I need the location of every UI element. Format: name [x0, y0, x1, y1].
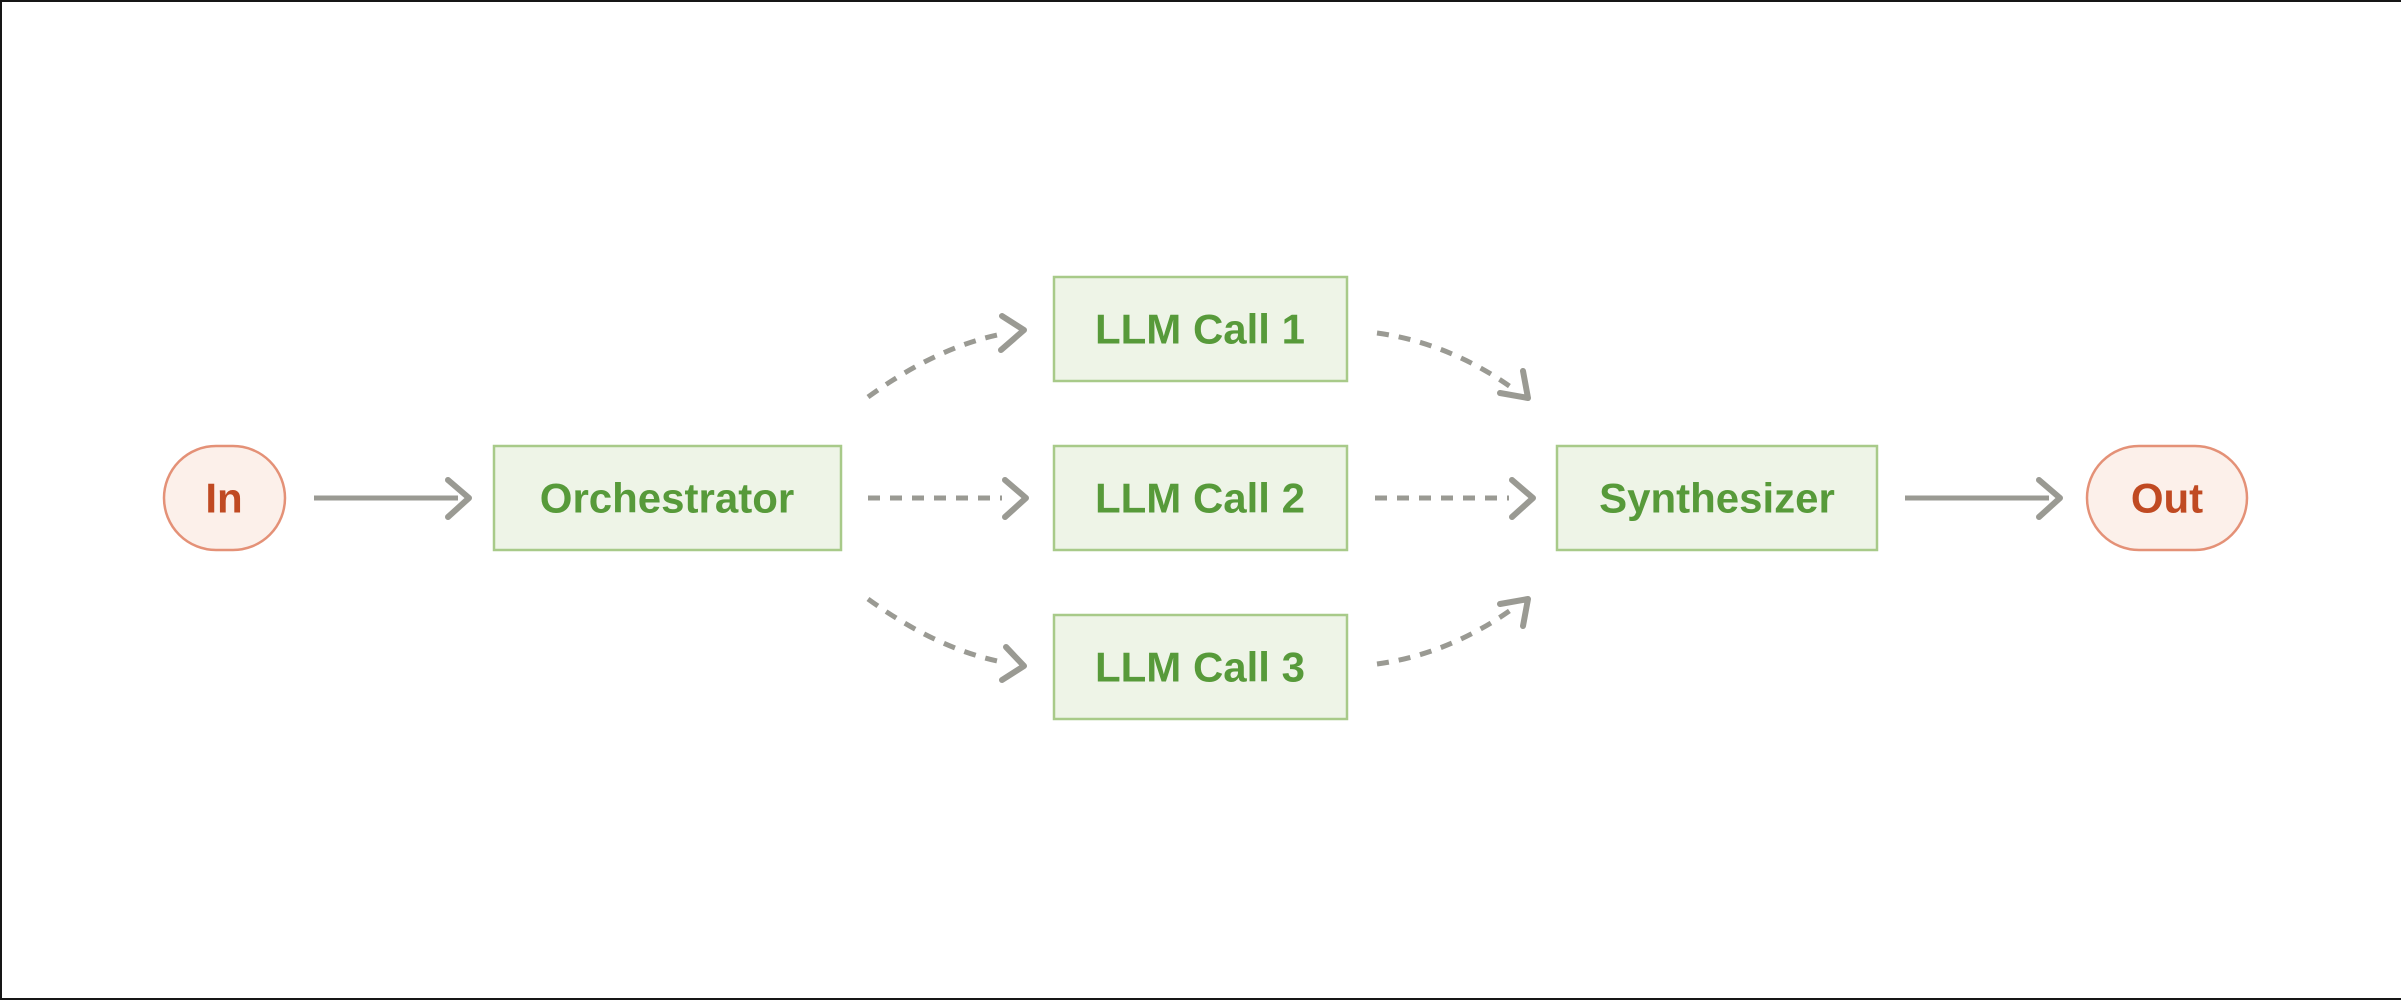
arrowhead-icon — [445, 477, 472, 520]
out-terminal-shape — [2085, 444, 2249, 552]
node-out: Out — [2085, 444, 2249, 552]
orchestrator-box — [492, 444, 843, 552]
arrow-orchestrator-to-llm-call-1 — [866, 313, 1027, 400]
out-terminal-label: Out — [2131, 475, 2203, 522]
node-orchestrator: Orchestrator — [492, 444, 843, 552]
arrowhead-icon — [998, 313, 1027, 353]
llm-call-1-label: LLM Call 1 — [1095, 306, 1305, 353]
synthesizer-label: Synthesizer — [1599, 475, 1835, 522]
in-terminal-label: In — [205, 475, 242, 522]
arrow-llm-call-1-to-synthesizer — [1376, 330, 1531, 401]
llm-call-2-label: LLM Call 2 — [1095, 475, 1305, 522]
arrowhead-icon — [2036, 477, 2063, 520]
node-llm-call-1: LLM Call 1 — [1052, 275, 1349, 383]
arrow-orchestrator-to-llm-call-3 — [866, 596, 1027, 683]
arrowhead-icon — [999, 644, 1027, 683]
arrow-in-to-orchestrator — [314, 477, 472, 520]
llm-call-2-box — [1052, 444, 1349, 552]
llm-call-1-box — [1052, 275, 1349, 383]
node-synthesizer: Synthesizer — [1555, 444, 1879, 552]
arrowhead-icon — [1002, 477, 1029, 520]
arrow-shaft — [1376, 604, 1517, 667]
arrowhead-icon — [1497, 368, 1531, 401]
orchestrator-label: Orchestrator — [540, 475, 794, 522]
arrow-shaft — [866, 596, 1003, 665]
llm-call-3-box — [1052, 613, 1349, 721]
arrow-llm-call-3-to-synthesizer — [1376, 596, 1531, 667]
arrow-llm-call-2-to-synthesizer — [1375, 477, 1536, 520]
arrowhead-icon — [1509, 477, 1536, 520]
arrow-orchestrator-to-llm-call-2 — [868, 477, 1029, 520]
arrow-synthesizer-to-out — [1905, 477, 2063, 520]
synthesizer-box — [1555, 444, 1879, 552]
arrowhead-icon — [1497, 596, 1531, 629]
llm-call-3-label: LLM Call 3 — [1095, 644, 1305, 691]
node-llm-call-2: LLM Call 2 — [1052, 444, 1349, 552]
node-in: In — [162, 444, 287, 552]
node-llm-call-3: LLM Call 3 — [1052, 613, 1349, 721]
arrow-shaft — [866, 331, 1003, 400]
arrow-shaft — [1376, 330, 1517, 393]
in-terminal-shape — [162, 444, 287, 552]
